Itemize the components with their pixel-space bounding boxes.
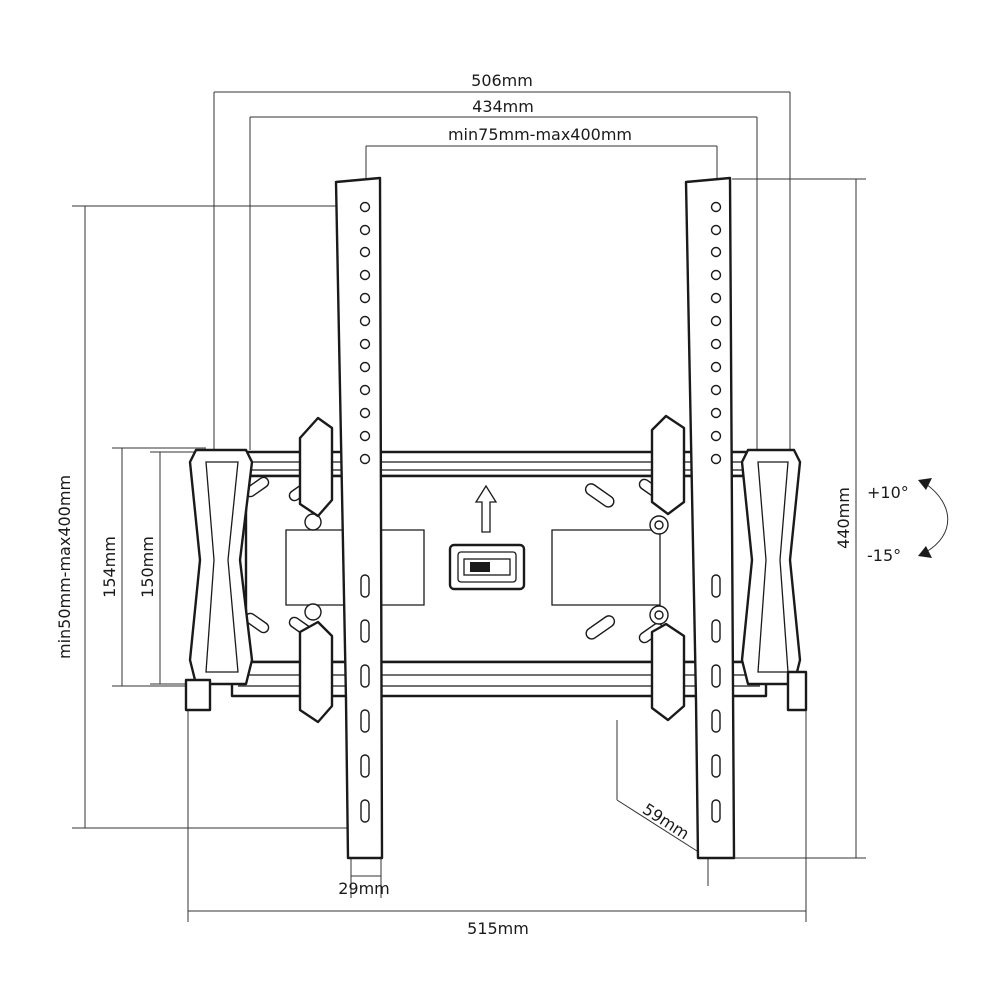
- tilt-up-label: +10°: [867, 483, 909, 502]
- label-515mm: 515mm: [467, 919, 529, 938]
- arm-left: [334, 176, 384, 860]
- tilt-down-arrow-icon: [918, 546, 932, 558]
- tilt-down-label: -15°: [867, 546, 901, 565]
- tilt-indicator: +10° -15°: [867, 478, 949, 565]
- label-59mm: 59mm: [639, 799, 693, 843]
- bar-end-right: [786, 670, 808, 712]
- label-vesa-vertical: min50mm-max400mm: [55, 475, 74, 659]
- label-154mm: 154mm: [100, 536, 119, 598]
- label-vesa-horizontal: min75mm-max400mm: [448, 125, 632, 144]
- label-440mm: 440mm: [834, 487, 853, 549]
- cutout-right: [551, 529, 661, 606]
- label-506mm: 506mm: [471, 71, 533, 90]
- tilt-up-arrow-icon: [918, 478, 932, 490]
- handle-right: [740, 448, 802, 686]
- label-434mm: 434mm: [472, 97, 534, 116]
- tilt-bracket-left-top: [298, 416, 334, 518]
- label-29mm: 29mm: [338, 879, 390, 898]
- tilt-bracket-right-top: [650, 414, 686, 516]
- bar-end-left: [184, 678, 212, 712]
- arm-right: [684, 176, 736, 860]
- tilt-bracket-left-bottom: [298, 620, 334, 724]
- tilt-bracket-right-bottom: [650, 622, 686, 722]
- label-150mm: 150mm: [138, 536, 157, 598]
- handle-left: [188, 448, 254, 686]
- arm-right-holes: [710, 201, 722, 823]
- center-lock: [448, 543, 526, 591]
- up-arrow-icon: [474, 484, 498, 533]
- arm-left-holes: [359, 201, 371, 823]
- dimension-lines: [72, 91, 866, 922]
